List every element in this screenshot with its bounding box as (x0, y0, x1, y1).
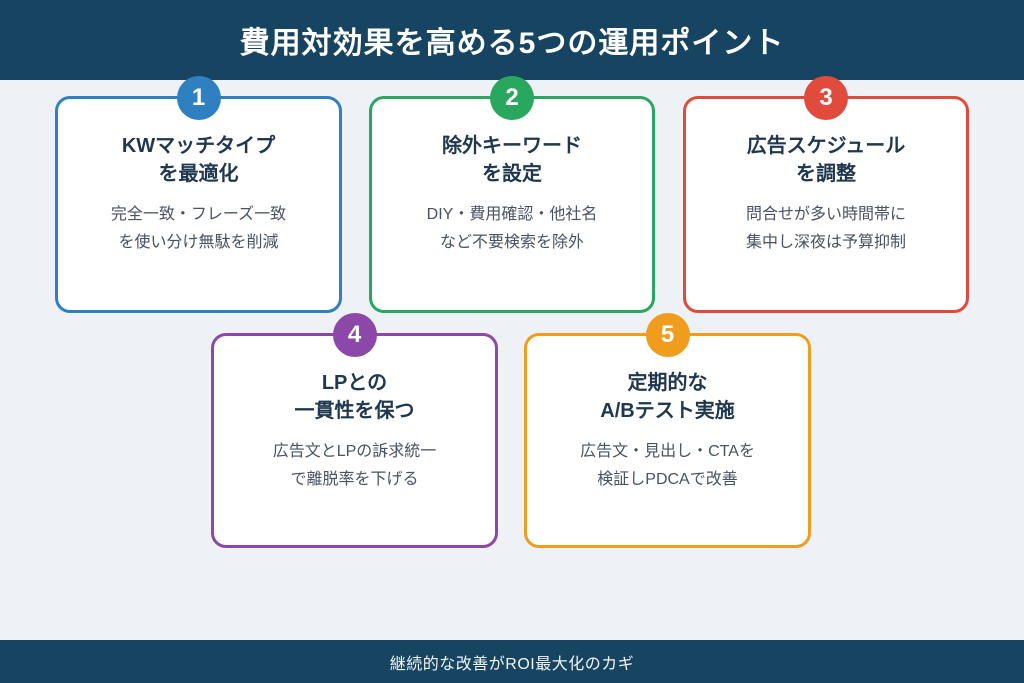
card-title-line2: 一貫性を保つ (294, 400, 415, 422)
card-body: 広告文・見出し・CTAを 検証しPDCAで改善 (527, 438, 808, 494)
number-badge-1: 1 (176, 76, 221, 120)
card-title: 広告スケジュール を調整 (686, 132, 966, 188)
card-body: DIY・費用確認・他社名 など不要検索を除外 (372, 201, 652, 257)
number-badge-3: 3 (804, 76, 848, 120)
number-badge-5: 5 (645, 313, 690, 357)
card-title-line2: A/Bテスト実施 (600, 400, 735, 422)
card-title-line1: KWマッチタイプ (121, 135, 276, 157)
card-title: 除外キーワード を設定 (372, 132, 652, 188)
point-card-2: 2 除外キーワード を設定 DIY・費用確認・他社名 など不要検索を除外 (369, 76, 655, 313)
card-body-line2: を使い分け無駄を削減 (118, 234, 279, 251)
card-title-line2: を最適化 (158, 163, 239, 185)
card-body-line2: など不要検索を除外 (439, 234, 584, 251)
card-body-line2: 検証しPDCAで改善 (597, 471, 738, 488)
card-body-line1: 問合せが多い時間帯に (745, 206, 906, 223)
card-title: 定期的な A/Bテスト実施 (527, 369, 808, 425)
card-body-line1: 広告文とLPの訴求統一 (272, 443, 437, 460)
card-body-line1: 広告文・見出し・CTAを (580, 443, 755, 460)
card-body: 広告文とLPの訴求統一 で離脱率を下げる (214, 438, 495, 494)
card-title: LPとの 一貫性を保つ (214, 369, 495, 425)
card-title-line2: を設定 (482, 163, 542, 185)
card-body-line2: 集中し深夜は予算抑制 (745, 234, 906, 251)
footer-message: 継続的な改善がROI最大化のカギ (389, 655, 635, 673)
card-body: 完全一致・フレーズ一致 を使い分け無駄を削減 (58, 201, 339, 257)
point-card-4: 4 LPとの 一貫性を保つ 広告文とLPの訴求統一 で離脱率を下げる (211, 313, 498, 548)
card-title-line1: 定期的な (627, 372, 708, 394)
card-title-line1: 広告スケジュール (746, 135, 906, 157)
point-card-5: 5 定期的な A/Bテスト実施 広告文・見出し・CTAを 検証しPDCAで改善 (524, 313, 811, 548)
page-title: 費用対効果を高める5つの運用ポイント (239, 27, 785, 60)
footer-band: 継続的な改善がROI最大化のカギ (0, 640, 1024, 683)
card-body: 問合せが多い時間帯に 集中し深夜は予算抑制 (686, 201, 966, 257)
card-body-line1: DIY・費用確認・他社名 (426, 206, 598, 223)
point-card-3: 3 広告スケジュール を調整 問合せが多い時間帯に 集中し深夜は予算抑制 (683, 76, 969, 313)
header-band: 費用対効果を高める5つの運用ポイント (0, 0, 1024, 80)
number-badge-2: 2 (490, 76, 534, 120)
card-title: KWマッチタイプ を最適化 (58, 132, 339, 188)
card-body-line1: 完全一致・フレーズ一致 (110, 206, 287, 223)
card-body-line2: で離脱率を下げる (290, 471, 419, 488)
card-title-line1: LPとの (321, 372, 388, 394)
number-badge-4: 4 (332, 313, 377, 357)
card-title-line1: 除外キーワード (442, 135, 582, 157)
card-title-line2: を調整 (796, 163, 856, 185)
point-card-1: 1 KWマッチタイプ を最適化 完全一致・フレーズ一致 を使い分け無駄を削減 (55, 76, 342, 313)
